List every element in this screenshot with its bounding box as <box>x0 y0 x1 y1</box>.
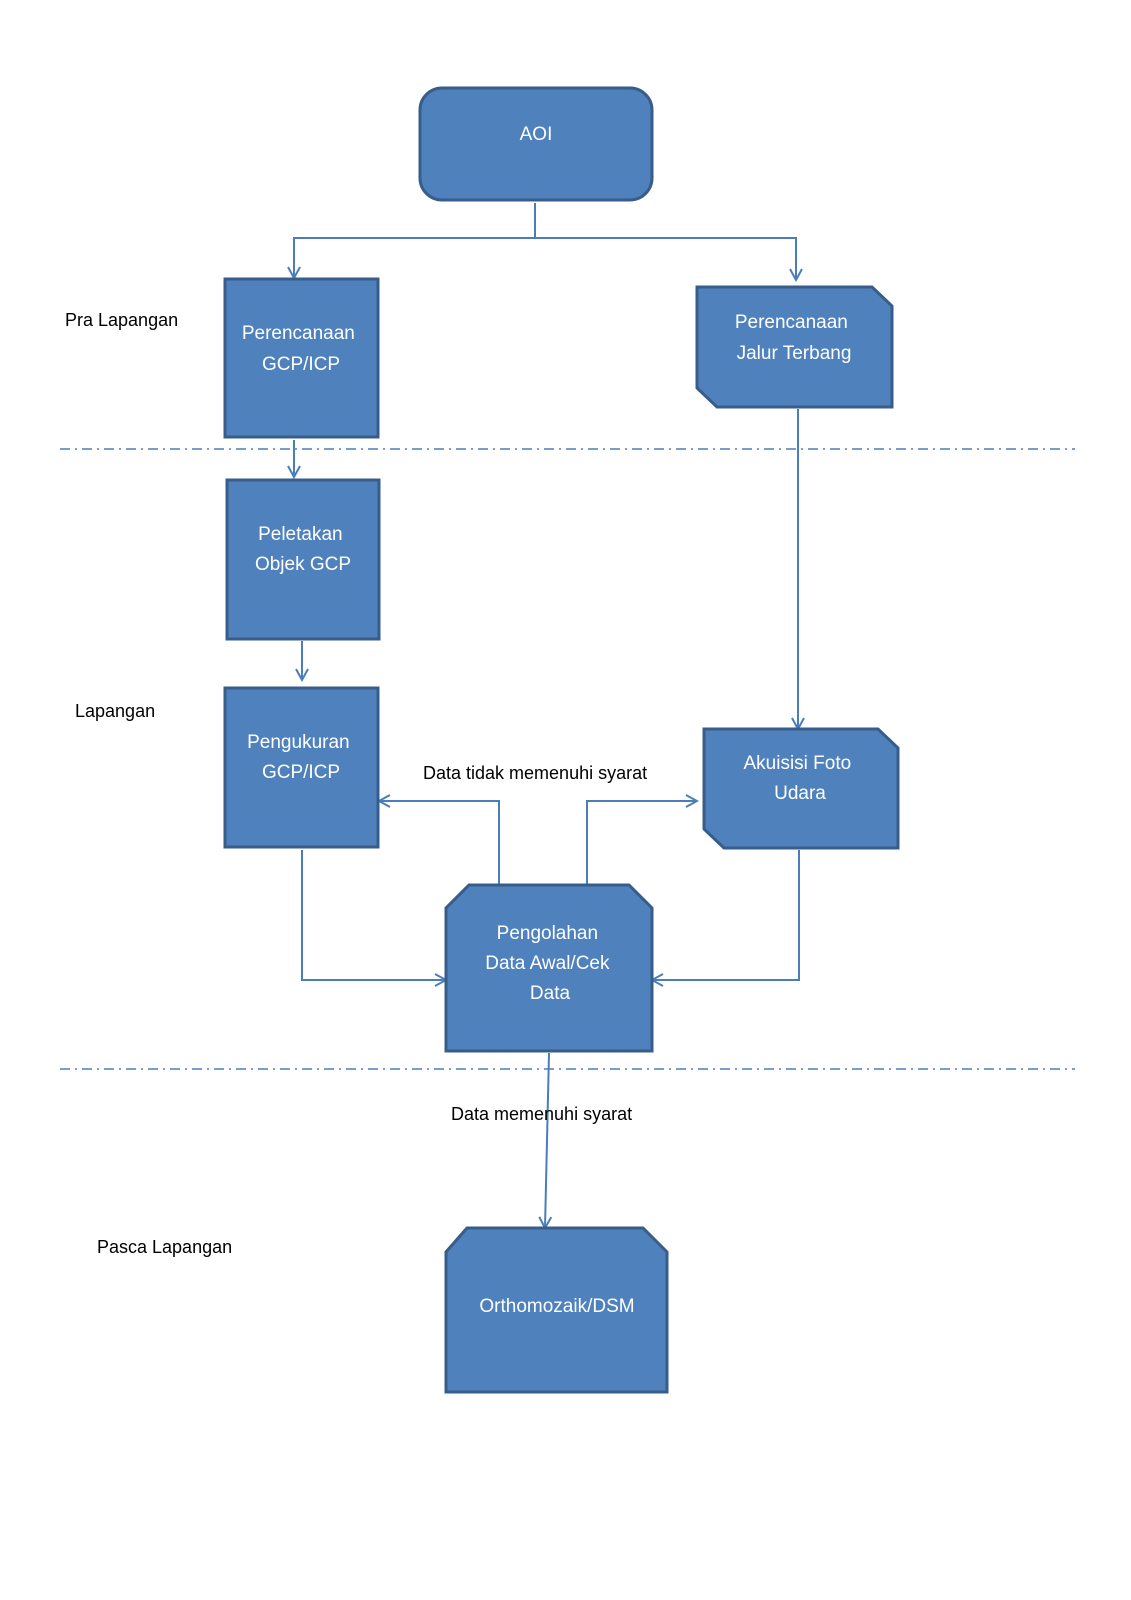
svg-text:Orthomozaik/DSM: Orthomozaik/DSM <box>479 1296 634 1317</box>
node-perencanaan-gcp-line-1: Perencanaan <box>242 323 355 344</box>
node-perencanaan-gcp-line-2: GCP/ICP <box>262 354 340 375</box>
phase-label-pasca-lapangan: Pasca Lapangan <box>97 1237 232 1257</box>
node-akuisisi-line-1: Akuisisi Foto <box>744 753 852 774</box>
connector-aoi-to-perencanaan-jalur <box>535 237 796 280</box>
node-perencanaan-gcp-icp: Perencanaan GCP/ICP <box>223 277 380 439</box>
connector-akuisisi-to-pengolahan <box>652 850 800 980</box>
node-akuisisi-foto-udara: Akuisisi Foto Udara <box>702 727 900 850</box>
node-pengukuran-line-2: GCP/ICP <box>262 762 340 783</box>
edge-label-data-tidak-memenuhi-syarat: Data tidak memenuhi syarat <box>423 763 647 783</box>
connector-pengukuran-to-pengolahan <box>301 850 446 980</box>
svg-text:Pengolahan Data Awal/Cek: Pengolahan Data Awal/Cek Data <box>485 923 615 1004</box>
node-pengukuran-line-1: Pengukuran <box>247 732 349 753</box>
node-aoi: AOI <box>418 86 654 202</box>
svg-text:Akuisisi Foto Udara: Akuisisi Foto Udara <box>744 753 857 804</box>
node-pengolahan-line-3: Data <box>530 983 571 1004</box>
node-peletakan-objek-gcp: Peletakan Objek GCP <box>225 478 381 641</box>
node-perencanaan-jalur-line-2: Jalur Terbang <box>737 343 852 364</box>
node-pengukuran-gcp-icp: Pengukuran GCP/ICP <box>223 686 380 849</box>
connector-feedback-to-akuisisi <box>586 801 697 885</box>
node-orthomozaik-dsm: Orthomozaik/DSM <box>444 1226 669 1394</box>
node-pengolahan-line-1: Pengolahan <box>497 923 598 944</box>
connector-aoi-to-perencanaan-gcp <box>294 237 535 278</box>
node-peletakan-line-1: Peletakan <box>258 524 343 545</box>
node-perencanaan-jalur-line-1: Perencanaan <box>735 312 848 333</box>
node-aoi-line-1: AOI <box>520 124 553 145</box>
node-akuisisi-line-2: Udara <box>774 783 826 804</box>
phase-label-lapangan: Lapangan <box>75 701 155 721</box>
node-peletakan-line-2: Objek GCP <box>255 554 351 575</box>
node-ortho-line-1: Orthomozaik/DSM <box>479 1296 634 1317</box>
svg-text:Perencanaan Jalur Terban: Perencanaan Jalur Terbang <box>735 312 853 364</box>
svg-text:Perencanaan GCP/ICP: Perencanaan GCP/ICP <box>242 323 360 375</box>
node-pengolahan-data-awal: Pengolahan Data Awal/Cek Data <box>444 883 654 1053</box>
phase-label-pra-lapangan: Pra Lapangan <box>65 310 178 330</box>
svg-text:Peletakan Objek GCP: Peletakan Objek GCP <box>255 524 351 575</box>
node-pengolahan-line-2: Data Awal/Cek <box>485 953 610 974</box>
svg-text:Pengukuran GCP/ICP: Pengukuran GCP/ICP <box>247 732 355 783</box>
connector-feedback-to-pengukuran <box>379 801 500 885</box>
connector-pengolahan-to-ortho <box>545 1052 549 1228</box>
connectors <box>294 203 799 1228</box>
node-perencanaan-jalur-terbang: Perencanaan Jalur Terbang <box>695 285 894 409</box>
edge-label-data-memenuhi-syarat: Data memenuhi syarat <box>451 1104 632 1124</box>
svg-text:AOI: AOI <box>520 124 553 145</box>
